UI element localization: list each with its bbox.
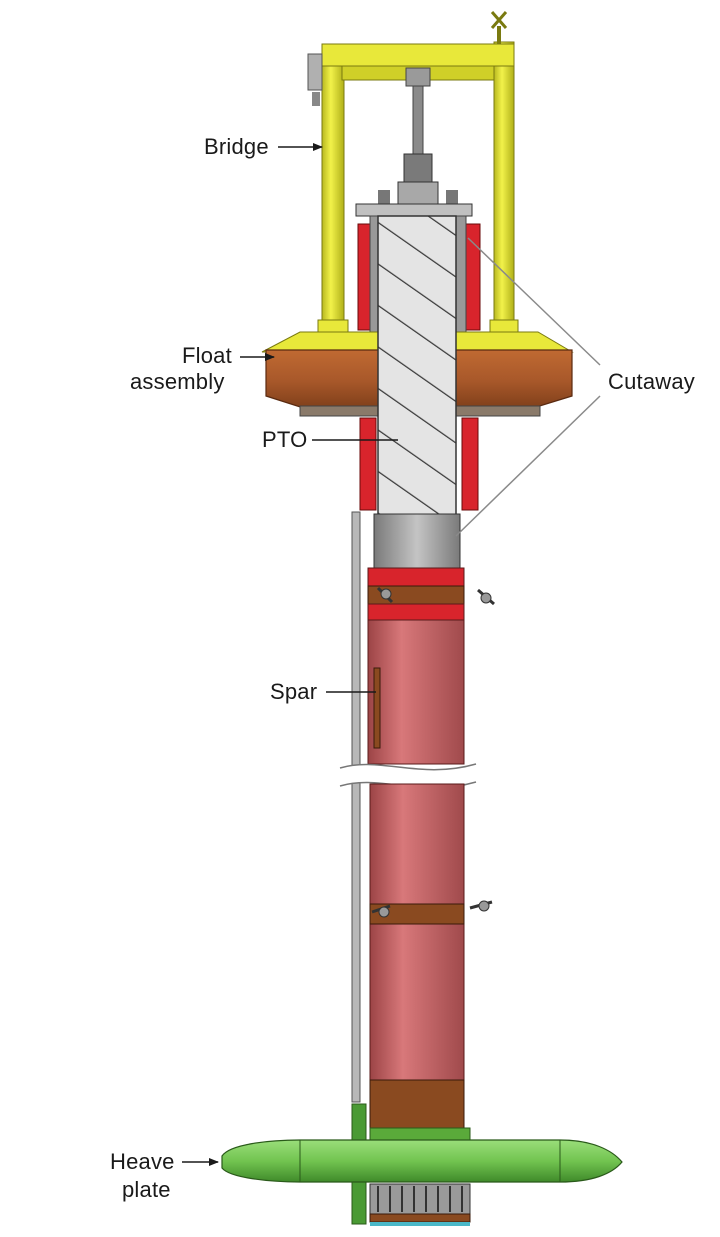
heave-label-line1: Heave <box>110 1149 175 1174</box>
bridge-label: Bridge <box>204 134 269 159</box>
spar-label: Spar <box>270 679 318 704</box>
spar-lower <box>369 783 493 1131</box>
bridge-frame <box>307 11 519 339</box>
pto-label: PTO <box>262 427 308 452</box>
cutaway-leader-upper <box>467 237 601 366</box>
cutaway-label: Cutaway <box>608 369 695 394</box>
lower-liner <box>359 417 479 511</box>
heave-label-line2: plate <box>122 1177 171 1202</box>
leader-lines <box>182 143 601 1166</box>
float-label-line1: Float <box>182 343 232 368</box>
pto-cylinder <box>373 215 461 571</box>
heave-plate <box>221 1103 623 1226</box>
cutaway-leader-lower <box>455 395 601 537</box>
float-label-line2: assembly <box>130 369 225 394</box>
spar-upper <box>367 567 495 765</box>
shaft-mechanism <box>378 67 458 208</box>
guide-rail <box>351 511 361 1103</box>
deck-plate <box>355 203 473 217</box>
